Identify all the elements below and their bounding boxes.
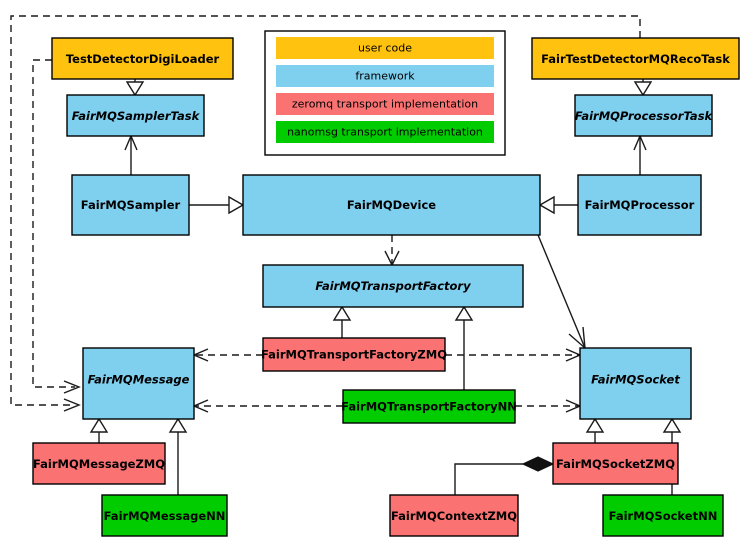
arrow-open-digiloader-message: [63, 380, 81, 394]
legend-item-framework: framework: [276, 65, 494, 87]
node-rect-fairmqtransportfactoryzmq: [262, 337, 446, 372]
node-fairmqsocket[interactable]: FairMQSocket: [579, 347, 692, 420]
legend-label-nanomsg: nanomsg transport implementation: [287, 126, 483, 139]
node-rect-fairmqsocketzmq: [552, 442, 679, 485]
node-label-fairmqtransportfactory: FairMQTransportFactory: [315, 279, 471, 293]
node-rect-fairmqsocket: [579, 347, 692, 420]
node-rect-fairmqsamplertask: [66, 94, 205, 137]
edge-contextzmq-comp-socketzmq: [454, 463, 538, 495]
node-rect-fairmqmessagezmq: [32, 442, 166, 485]
node-label-fairmqdevice: FairMQDevice: [347, 198, 436, 212]
node-label-fairmqsocketnn: FairMQSocketNN: [609, 509, 718, 523]
node-fairmqprocessor[interactable]: FairMQProcessor: [577, 174, 702, 236]
node-rect-fairmqcontextzmq: [389, 494, 519, 537]
arrowhead-messagezmq-message: [89, 417, 109, 433]
node-fairmqdevice[interactable]: FairMQDevice: [242, 174, 541, 236]
legend-swatch-nanomsg: [276, 121, 494, 143]
node-fairmqtransportfactorynn[interactable]: FairMQTransportFactoryNN: [341, 389, 517, 424]
node-label-fairmqsocketzmq: FairMQSocketZMQ: [556, 457, 675, 471]
legend: user code framework zeromq transport imp…: [264, 30, 506, 156]
legend-label-user-code: user code: [358, 42, 412, 55]
node-fairmqsocketnn[interactable]: FairMQSocketNN: [602, 494, 724, 537]
node-label-fairmqsocket: FairMQSocket: [591, 373, 680, 387]
node-rect-fairmqsocketnn: [602, 494, 724, 537]
node-fairmqtransportfactoryzmq[interactable]: FairMQTransportFactoryZMQ: [261, 337, 447, 372]
node-rect-fairtestdetectormqrecotask: [531, 37, 740, 80]
node-fairmqprocessortask[interactable]: FairMQProcessorTask: [574, 94, 714, 137]
node-fairtestdetectormqrecotask[interactable]: FairTestDetectorMQRecoTask: [531, 37, 740, 80]
legend-item-zeromq: zeromq transport implementation: [276, 93, 494, 115]
node-label-fairmqcontextzmq: FairMQContextZMQ: [391, 509, 517, 523]
node-rect-fairmqmessagenn: [101, 494, 228, 537]
node-label-fairmqmessage: FairMQMessage: [88, 373, 190, 387]
legend-swatch-user-code: [276, 37, 494, 59]
node-label-fairmqmessagenn: FairMQMessageNN: [104, 509, 226, 523]
legend-item-nanomsg: nanomsg transport implementation: [276, 121, 494, 143]
node-fairmqmessagezmq[interactable]: FairMQMessageZMQ: [32, 442, 166, 485]
arrowhead-recotask-processortask: [633, 81, 653, 97]
node-label-fairmqprocessor: FairMQProcessor: [585, 198, 695, 212]
node-testdetectordigiloader[interactable]: TestDetectorDigiLoader: [51, 37, 234, 80]
legend-swatch-zeromq: [276, 93, 494, 115]
arrowhead-socketnn-socket: [662, 417, 682, 433]
edge-recotask-to-message: [10, 15, 641, 406]
arrow-open-recotask-message: [63, 398, 81, 412]
node-rect-fairmqprocessor: [577, 174, 702, 236]
arrowhead-transportfactorynn-transportfactory: [454, 305, 474, 321]
node-label-fairmqtransportfactorynn: FairMQTransportFactoryNN: [341, 400, 517, 414]
node-fairmqcontextzmq[interactable]: FairMQContextZMQ: [389, 494, 519, 537]
node-rect-fairmqprocessortask: [574, 94, 713, 137]
node-fairmqsocketzmq[interactable]: FairMQSocketZMQ: [552, 442, 679, 485]
node-label-fairmqsampler: FairMQSampler: [81, 198, 181, 212]
diamond-contextzmq-socketzmq: [521, 456, 555, 472]
legend-label-framework: framework: [355, 70, 415, 83]
legend-swatch-framework: [276, 65, 494, 87]
node-label-fairmqtransportfactoryzmq: FairMQTransportFactoryZMQ: [261, 348, 447, 362]
node-label-fairmqsamplertask: FairMQSamplerTask: [72, 109, 201, 123]
legend-item-user-code: user code: [276, 37, 494, 59]
arrowhead-socketzmq-socket: [585, 417, 605, 433]
node-rect-testdetectordigiloader: [51, 37, 234, 80]
node-rect-fairmqtransportfactorynn: [342, 389, 516, 424]
node-fairmqmessage[interactable]: FairMQMessage: [82, 347, 195, 420]
arrowhead-processor-device: [538, 195, 555, 215]
legend-label-zeromq: zeromq transport implementation: [292, 98, 478, 111]
node-label-fairtestdetectormqrecotask: FairTestDetectorMQRecoTask: [541, 52, 730, 66]
node-label-fairmqmessagezmq: FairMQMessageZMQ: [33, 457, 165, 471]
edge-digiloader-to-message: [32, 59, 75, 388]
node-label-fairmqprocessortask: FairMQProcessorTask: [575, 109, 714, 123]
arrowhead-messagenn-message: [168, 417, 188, 433]
node-rect-fairmqmessage: [82, 347, 195, 420]
node-fairmqtransportfactory[interactable]: FairMQTransportFactory: [262, 264, 524, 308]
node-rect-fairmqtransportfactory: [262, 264, 524, 308]
node-rect-fairmqdevice: [242, 174, 541, 236]
arrowhead-digiloader-samplertask: [125, 81, 145, 97]
arrowhead-sampler-device: [228, 195, 245, 215]
node-rect-fairmqsampler: [71, 174, 190, 236]
node-label-testdetectordigiloader: TestDetectorDigiLoader: [66, 52, 220, 66]
node-fairmqmessagenn[interactable]: FairMQMessageNN: [101, 494, 228, 537]
arrowhead-transportfactoryzmq-transportfactory: [332, 305, 352, 321]
node-layer: TestDetectorDigiLoader FairTestDetectorM…: [32, 37, 740, 537]
node-fairmqsamplertask[interactable]: FairMQSamplerTask: [66, 94, 205, 137]
node-fairmqsampler[interactable]: FairMQSampler: [71, 174, 190, 236]
edge-device-assoc-socket: [537, 234, 586, 349]
